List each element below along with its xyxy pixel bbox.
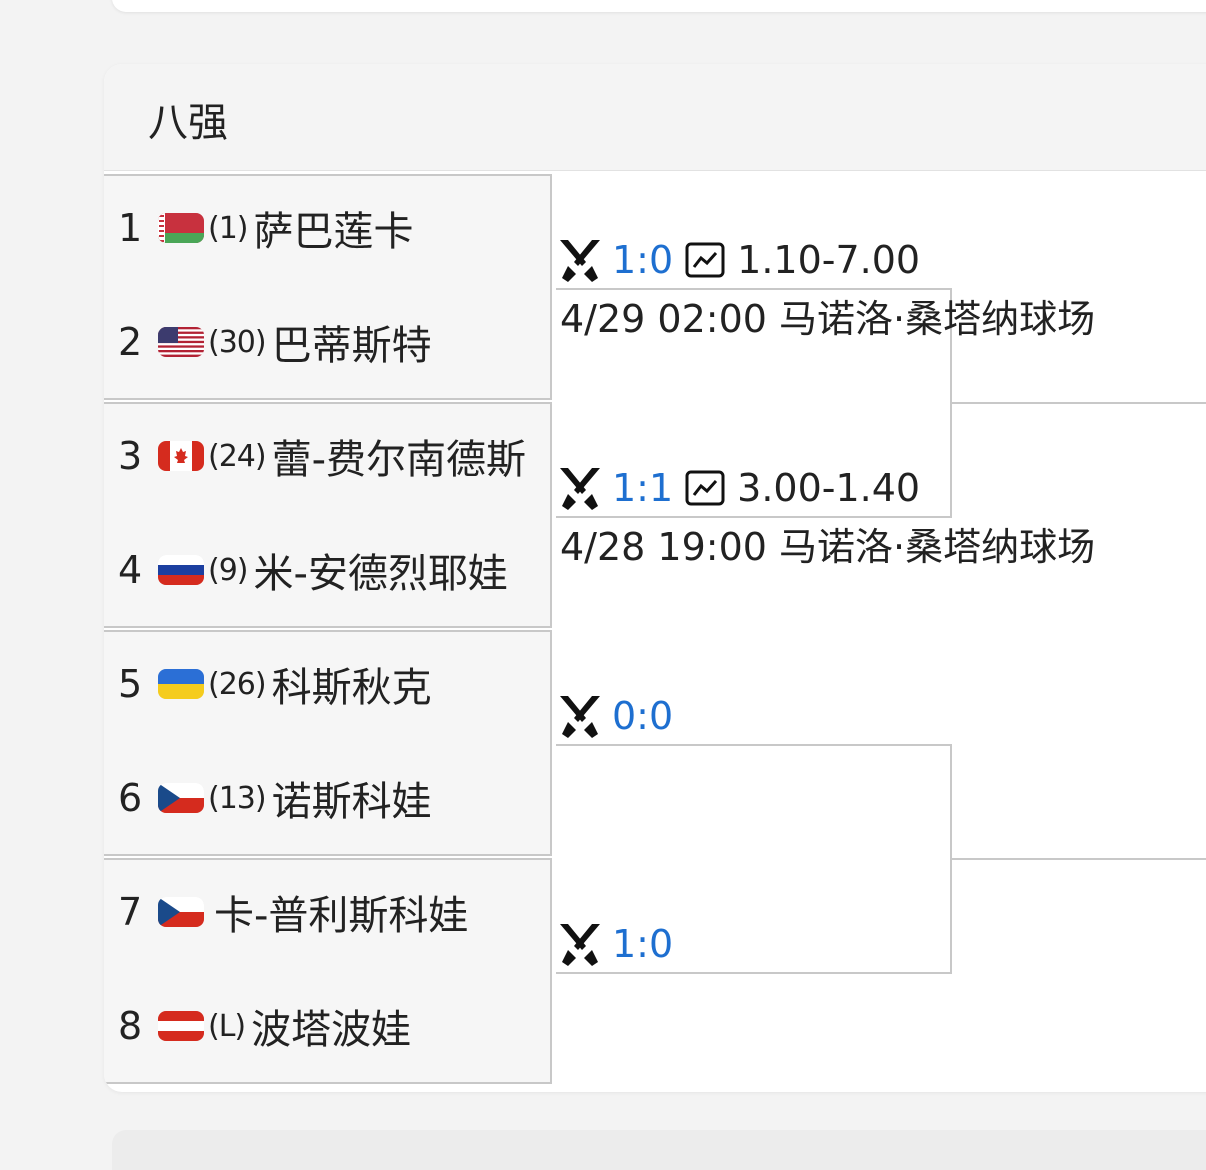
draw-position: 1 bbox=[118, 206, 143, 250]
draw-position: 5 bbox=[118, 662, 143, 706]
draw-position: 4 bbox=[118, 548, 143, 592]
czech-flag-icon bbox=[158, 897, 204, 927]
player-name: 萨巴莲卡 bbox=[253, 209, 414, 255]
bracket-line bbox=[952, 858, 1206, 860]
bracket-line bbox=[556, 744, 952, 746]
match-datetime: 4/28 19:00 bbox=[560, 525, 767, 569]
player-row[interactable]: 3 (24) 蕾-费尔南德斯 bbox=[118, 426, 526, 486]
crossed-swords-icon bbox=[560, 468, 600, 510]
previous-card bbox=[112, 0, 1206, 12]
player-rank: (24) bbox=[208, 438, 267, 474]
player-row[interactable]: 7 卡-普利斯科娃 bbox=[118, 882, 468, 942]
round-title: 八强 bbox=[148, 100, 228, 146]
czech-flag-icon bbox=[158, 783, 204, 813]
player-name: 诺斯科娃 bbox=[271, 779, 432, 825]
draw-position: 2 bbox=[118, 320, 143, 364]
player-rank: (26) bbox=[208, 666, 267, 702]
crossed-swords-icon bbox=[560, 240, 600, 282]
draw-pair-1[interactable]: 1 (1) 萨巴莲卡 2 (30) 巴蒂斯特 bbox=[104, 174, 552, 400]
player-name: 波塔波娃 bbox=[251, 1007, 412, 1053]
bracket-line bbox=[556, 288, 952, 290]
player-rank: (L) bbox=[208, 1008, 246, 1044]
player-name: 科斯秋克 bbox=[271, 665, 432, 711]
draw-position: 8 bbox=[118, 1004, 143, 1048]
usa-flag-icon bbox=[158, 327, 204, 357]
match-datetime: 4/29 02:00 bbox=[560, 297, 767, 341]
match-odds: 3.00-1.40 bbox=[737, 466, 921, 510]
belarus-flag-icon bbox=[158, 213, 204, 243]
player-name: 卡-普利斯科娃 bbox=[214, 893, 469, 939]
ukraine-flag-icon bbox=[158, 669, 204, 699]
crossed-swords-icon bbox=[560, 696, 600, 738]
crossed-swords-icon bbox=[560, 924, 600, 966]
player-row[interactable]: 6 (13) 诺斯科娃 bbox=[118, 768, 432, 828]
match-score[interactable]: 1:1 bbox=[612, 466, 674, 510]
match-venue: 马诺洛·桑塔纳球场 bbox=[779, 297, 1096, 341]
quarterfinal-card: 八强 1 (1) 萨巴莲卡 2 (30) 巴蒂斯特 3 (24) bbox=[104, 64, 1206, 1092]
player-row[interactable]: 5 (26) 科斯秋克 bbox=[118, 654, 432, 714]
draw-position: 3 bbox=[118, 434, 143, 478]
player-name: 巴蒂斯特 bbox=[271, 323, 432, 369]
match-2-info: 4/28 19:00 马诺洛·桑塔纳球场 bbox=[560, 516, 1095, 571]
player-row[interactable]: 1 (1) 萨巴莲卡 bbox=[118, 198, 414, 258]
austria-flag-icon bbox=[158, 1011, 204, 1041]
match-2-summary[interactable]: 1:1 3.00-1.40 bbox=[556, 464, 920, 512]
russia-flag-icon bbox=[158, 555, 204, 585]
match-venue: 马诺洛·桑塔纳球场 bbox=[779, 525, 1096, 569]
player-rank: (9) bbox=[208, 552, 248, 588]
bracket-line bbox=[952, 402, 1206, 404]
player-rank: (13) bbox=[208, 780, 267, 816]
player-row[interactable]: 2 (30) 巴蒂斯特 bbox=[118, 312, 432, 372]
match-score[interactable]: 1:0 bbox=[612, 238, 674, 282]
match-score[interactable]: 0:0 bbox=[612, 694, 674, 738]
draw-pair-3[interactable]: 5 (26) 科斯秋克 6 (13) 诺斯科娃 bbox=[104, 630, 552, 856]
draw-pair-4[interactable]: 7 卡-普利斯科娃 8 (L) 波塔波娃 bbox=[104, 858, 552, 1084]
next-card bbox=[112, 1130, 1206, 1170]
trend-chart-icon bbox=[685, 242, 725, 278]
bracket-line bbox=[556, 972, 952, 974]
match-odds: 1.10-7.00 bbox=[737, 238, 921, 282]
canada-flag-icon bbox=[158, 441, 204, 471]
match-4-summary[interactable]: 1:0 bbox=[556, 920, 685, 968]
bracket-line bbox=[950, 288, 952, 518]
trend-chart-icon bbox=[685, 470, 725, 506]
card-header: 八强 bbox=[104, 64, 1206, 171]
match-3-summary[interactable]: 0:0 bbox=[556, 692, 685, 740]
draw-position: 6 bbox=[118, 776, 143, 820]
bracket-line bbox=[556, 516, 952, 518]
player-row[interactable]: 4 (9) 米-安德烈耶娃 bbox=[118, 540, 508, 600]
player-row[interactable]: 8 (L) 波塔波娃 bbox=[118, 996, 411, 1056]
match-1-summary[interactable]: 1:0 1.10-7.00 bbox=[556, 236, 920, 284]
player-name: 蕾-费尔南德斯 bbox=[271, 437, 527, 483]
match-score[interactable]: 1:0 bbox=[612, 922, 674, 966]
player-rank: (30) bbox=[208, 324, 267, 360]
bracket-line bbox=[950, 744, 952, 974]
player-rank: (1) bbox=[208, 210, 248, 246]
player-name: 米-安德烈耶娃 bbox=[253, 551, 508, 597]
match-1-info: 4/29 02:00 马诺洛·桑塔纳球场 bbox=[560, 288, 1095, 343]
draw-pair-2[interactable]: 3 (24) 蕾-费尔南德斯 4 (9) 米-安德烈耶娃 bbox=[104, 402, 552, 628]
draw-position: 7 bbox=[118, 890, 143, 934]
